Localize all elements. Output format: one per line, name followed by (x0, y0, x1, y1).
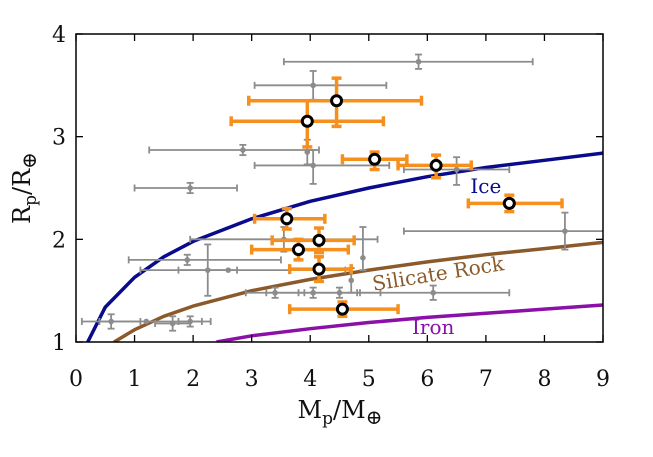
point-marker (310, 82, 316, 89)
point-marker (143, 318, 150, 325)
y-tick-label: 4 (52, 23, 66, 48)
point-marker (187, 318, 193, 325)
point-marker (336, 289, 343, 296)
point-marker (280, 212, 294, 226)
data-point (148, 143, 320, 157)
data-point (253, 70, 388, 101)
point-marker (335, 302, 349, 316)
axis-ticks (75, 33, 604, 343)
point-marker (415, 58, 422, 65)
point-marker (368, 152, 382, 166)
point-marker (330, 94, 344, 108)
plot-frame (75, 33, 604, 343)
x-tick-label: 0 (69, 367, 83, 392)
point-marker (169, 320, 176, 327)
point-marker (310, 162, 316, 169)
data-point (403, 211, 603, 251)
point-marker (312, 262, 326, 276)
data-point (359, 226, 367, 272)
x-tick-label: 7 (479, 367, 493, 392)
data-point (133, 181, 238, 195)
iron-curve-label: Iron (412, 315, 455, 339)
iron-curve (216, 303, 603, 342)
point-marker (360, 255, 366, 261)
point-marker (348, 277, 355, 284)
highlighted-data-point (466, 193, 564, 214)
point-marker (300, 114, 314, 128)
point-marker (312, 233, 326, 247)
point-marker (187, 185, 193, 191)
highlighted-data-point (249, 237, 351, 262)
y-axis-label: Rp/R⊕ (8, 152, 41, 224)
x-tick-label: 6 (420, 367, 434, 392)
point-marker (292, 243, 306, 257)
highlighted-data-point (229, 98, 386, 149)
data-point (253, 149, 391, 185)
point-marker (429, 158, 443, 172)
highlighted-data-point (287, 255, 353, 284)
x-tick-label: 1 (128, 367, 142, 392)
point-marker (225, 267, 232, 273)
y-tick-label: 2 (52, 228, 66, 253)
highlighted-planet-points (229, 76, 564, 319)
background-planet-points (80, 53, 603, 332)
data-point (177, 315, 203, 328)
highlighted-data-point (396, 153, 473, 180)
x-tick-label: 2 (186, 367, 200, 392)
x-tick-label: 4 (303, 367, 317, 392)
y-tick-label: 1 (52, 331, 66, 356)
point-marker (304, 149, 311, 155)
point-marker (453, 166, 460, 173)
data-point (356, 284, 511, 301)
x-axis-label: Mp/M⊕ (298, 396, 383, 429)
x-tick-label: 3 (245, 367, 259, 392)
x-tick-label: 8 (537, 367, 551, 392)
ice-curve-label: Ice (470, 174, 501, 198)
point-marker (184, 257, 191, 263)
data-point (282, 53, 534, 70)
data-point (127, 253, 282, 266)
point-marker (430, 289, 436, 296)
point-marker (502, 196, 516, 210)
silicate-rock-curve-label: Silicate Rock (371, 251, 507, 296)
x-tick-label: 9 (596, 367, 610, 392)
highlighted-data-point (252, 206, 327, 231)
highlighted-data-point (246, 76, 424, 129)
point-marker (562, 228, 568, 234)
ice-curve (86, 151, 603, 342)
y-tick-label: 3 (52, 126, 66, 151)
point-marker (240, 147, 246, 153)
highlighted-data-point (287, 300, 400, 319)
data-point (403, 156, 511, 186)
highlighted-data-point (340, 150, 409, 172)
x-tick-label: 5 (362, 367, 376, 392)
